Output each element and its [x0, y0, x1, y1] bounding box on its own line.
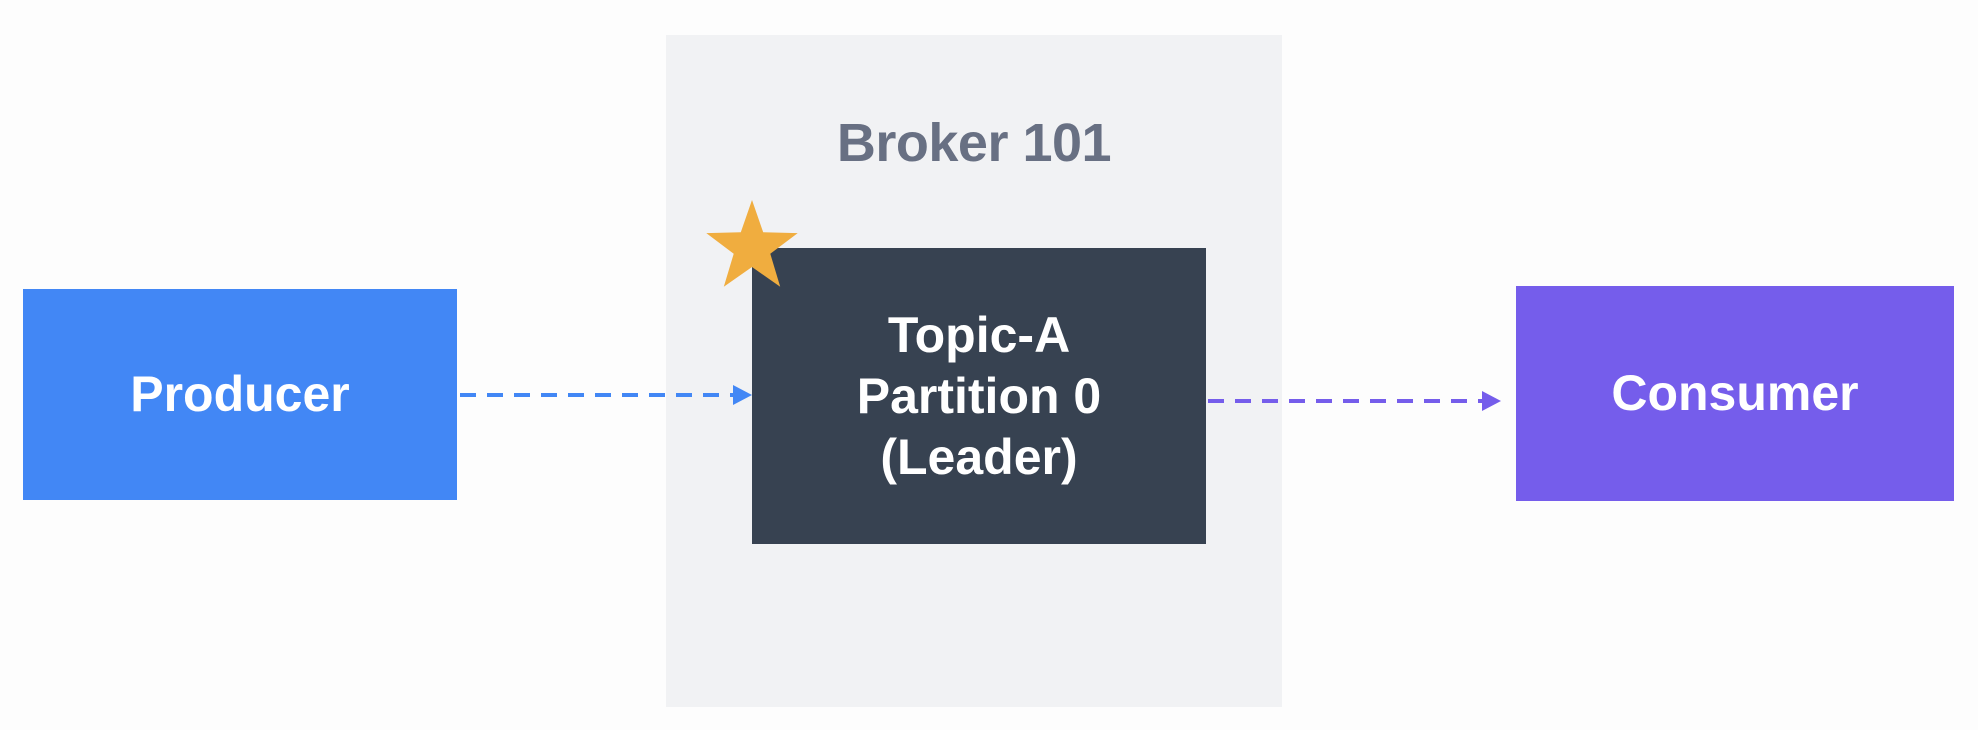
partition-box: Topic-A Partition 0 (Leader): [752, 248, 1206, 544]
partition-topic-label: Topic-A: [887, 306, 1071, 363]
producer-box: Producer: [23, 289, 457, 500]
consumer-label: Consumer: [1611, 365, 1859, 421]
producer-label: Producer: [130, 366, 350, 422]
consumer-arrow-head: [1482, 391, 1501, 411]
partition-role-label: (Leader): [880, 428, 1078, 485]
broker-title: Broker 101: [836, 113, 1112, 173]
consumer-box: Consumer: [1516, 286, 1954, 501]
partition-number-label: Partition 0: [856, 367, 1102, 424]
